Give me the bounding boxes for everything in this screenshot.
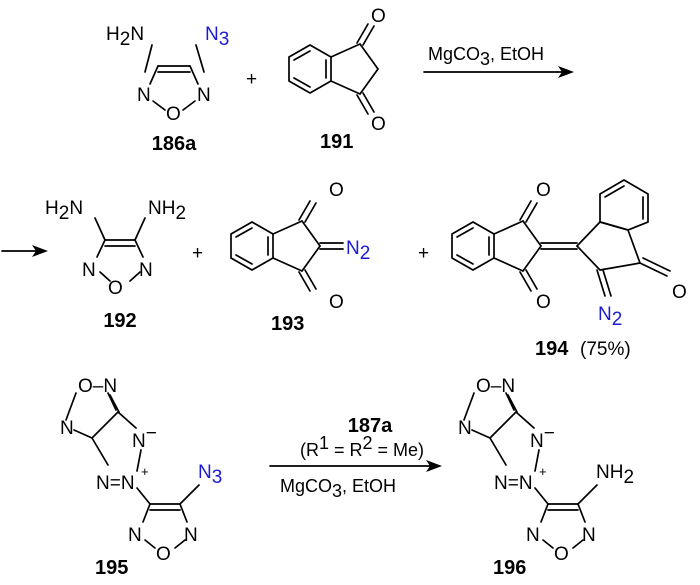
compound-194: O O O N2 194 (75%) (451, 179, 687, 360)
conditions-2: MgCO3, EtOH (280, 476, 396, 501)
label-196: 196 (493, 557, 526, 579)
plus-sign: + (418, 243, 429, 264)
diazo-group: N2 (598, 304, 622, 330)
furazan-n-left: N (128, 525, 142, 546)
compound-186a: H2N N3 N N O 186a (106, 24, 229, 155)
ring-n-right: N (197, 85, 211, 106)
reaction-arrow-continue (1, 245, 48, 257)
furazan-n-left: N (526, 525, 540, 546)
conditions-1: MgCO3, EtOH (428, 44, 544, 69)
label-194: 194 (535, 338, 569, 360)
plus-charge: + (141, 464, 149, 479)
carbonyl-o-bottom-left: O (536, 292, 551, 313)
amino-group: NH2 (596, 462, 634, 488)
compound-193: O O N2 193 (230, 180, 370, 335)
carbonyl-o-bottom: O (329, 292, 344, 313)
amino-group-right: NH2 (148, 198, 186, 224)
carbonyl-o-right: O (672, 282, 687, 303)
substituents: (R1 = R2 = Me) (300, 433, 424, 460)
ring-o-n: O–N (476, 376, 515, 397)
ring-n: N (60, 418, 74, 439)
ring-o: O (166, 104, 181, 125)
ring-o-n: O–N (78, 376, 117, 397)
furazan-o: O (554, 544, 569, 565)
label-192: 192 (103, 310, 136, 332)
furazan-o: O (156, 544, 171, 565)
triazole-n-n: N=N (96, 473, 135, 494)
amino-group: H2N (106, 24, 144, 50)
furazan-n-right: N (184, 525, 198, 546)
plus-sign: + (192, 243, 203, 264)
amino-group-left: H2N (45, 198, 83, 224)
triazole-n-n: N=N (494, 473, 533, 494)
ring-n-left: N (137, 85, 151, 106)
azido-group: N3 (198, 462, 222, 488)
ring-o: O (108, 278, 123, 299)
carbonyl-o-top: O (329, 180, 344, 201)
ring-n-right: N (139, 260, 153, 281)
diazo-group: N2 (346, 238, 370, 264)
yield-194: (75%) (580, 339, 631, 360)
reaction-arrow-2: 187a (R1 = R2 = Me) MgCO3, EtOH (269, 415, 442, 501)
reaction-arrow-1: MgCO3, EtOH (423, 44, 574, 78)
carbonyl-o-top: O (371, 6, 386, 27)
label-186a: 186a (152, 133, 197, 155)
azido-group: N3 (205, 24, 229, 50)
plus-sign: + (246, 69, 257, 90)
label-193: 193 (271, 313, 304, 335)
ring-n: N (458, 418, 472, 439)
label-195: 195 (95, 557, 128, 579)
compound-192: H2N NH2 N N O 192 (45, 198, 186, 332)
carbonyl-o-bottom: O (371, 114, 386, 135)
furazan-n-right: N (582, 525, 596, 546)
compound-191: O O 191 (288, 6, 386, 153)
label-191: 191 (320, 131, 353, 153)
reagent-187a: 187a (348, 415, 393, 437)
ring-n-left: N (82, 260, 96, 281)
compound-195: O–N N N− N=N + N N O N3 195 (60, 376, 222, 579)
carbonyl-o-top-left: O (536, 180, 551, 201)
compound-196: O–N N N− N=N + N N O NH2 196 (458, 376, 634, 579)
plus-charge: + (539, 464, 547, 479)
